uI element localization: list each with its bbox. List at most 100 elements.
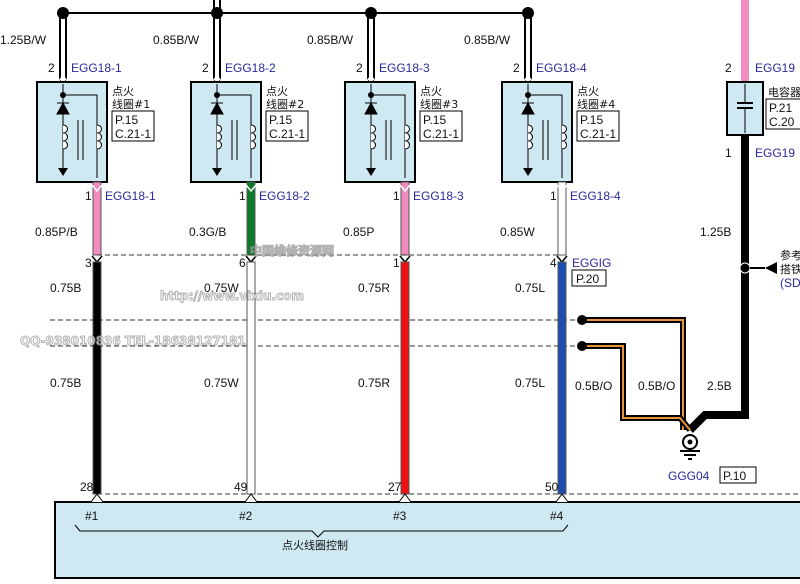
ref-box xyxy=(265,110,309,142)
coil-winding-icon xyxy=(527,124,567,150)
coil-ref-page[interactable]: P.15 xyxy=(269,113,292,127)
coil-winding-icon xyxy=(216,124,256,150)
bottom-pin-number: 1 xyxy=(85,189,92,203)
coil-ref-connector[interactable]: C.21-1 xyxy=(115,127,151,141)
pin-arrow-icon xyxy=(211,74,223,83)
capacitor-wire-label: 1.25B xyxy=(700,225,731,239)
harness-wire-4 xyxy=(557,261,567,495)
capacitor-ref-page[interactable]: P.21 xyxy=(769,101,792,115)
arrow-icon xyxy=(58,168,68,176)
inline-pin-number: 3 xyxy=(85,256,92,270)
coil-name: 线圈#3 xyxy=(420,97,458,111)
ecu-terminal-label: #1 xyxy=(85,509,99,523)
inline-connector-name: EGGIG xyxy=(572,256,611,270)
svg-text:http://www.vixiu.com: http://www.vixiu.com xyxy=(160,289,304,303)
ground-ref-link[interactable]: (SD xyxy=(780,276,800,290)
inline-connector-ref[interactable]: P.20 xyxy=(576,272,599,286)
top-connector-id: EGG18-3 xyxy=(379,61,430,75)
output-wire-label: 0.85P xyxy=(343,225,374,239)
pin-arrow-icon xyxy=(522,74,534,83)
harness-wire-label: 0.75L xyxy=(515,281,545,295)
inline-pin-number: 6 xyxy=(239,256,246,270)
node-dot xyxy=(525,92,531,98)
coil-name: 点火 xyxy=(420,85,442,98)
ground-wire-label: 2.5B xyxy=(707,379,732,393)
top-connector-id: EGG18-1 xyxy=(71,61,122,75)
harness-wire-label: 0.75R xyxy=(358,376,390,390)
output-wire-label: 0.85P/B xyxy=(35,225,78,239)
coil-output-wire xyxy=(400,181,410,256)
power-bus xyxy=(63,0,527,14)
harness-wire-1 xyxy=(92,261,102,495)
arrow-icon xyxy=(212,168,222,176)
pin-arrow-icon xyxy=(398,493,412,503)
top-wire-label: 1.25B/W xyxy=(0,33,47,47)
coil-ref-page[interactable]: P.15 xyxy=(423,113,446,127)
coil-winding-icon xyxy=(370,124,410,150)
coil-name: 线圈#1 xyxy=(112,97,150,111)
coil-output-wire xyxy=(92,181,102,256)
coil-ref-page[interactable]: P.15 xyxy=(115,113,138,127)
coil-name: 点火 xyxy=(577,85,599,98)
coil-ref-connector[interactable]: C.21-1 xyxy=(269,127,305,141)
capacitor-bottom-pin: 1 xyxy=(725,146,732,160)
bottom-connector-id: EGG18-3 xyxy=(413,189,464,203)
coil-ref-page[interactable]: P.15 xyxy=(580,113,603,127)
ground-ref-text: 参考 xyxy=(780,248,800,262)
splice-icon xyxy=(522,7,534,19)
shield-wire-label: 0.5B/O xyxy=(575,379,612,393)
diode-icon xyxy=(56,101,70,115)
top-wire-label: 0.85B/W xyxy=(153,33,200,47)
watermark: 中国维修资源网 http://www.vixiu.com QQ-93801083… xyxy=(20,243,335,349)
ground-point-ref[interactable]: P.10 xyxy=(723,469,746,483)
arrow-icon xyxy=(523,168,533,176)
core-icon xyxy=(542,120,549,160)
top-wire-label: 0.85B/W xyxy=(464,33,511,47)
splice-icon xyxy=(211,7,223,19)
coil-name: 点火 xyxy=(112,85,134,98)
ref-box xyxy=(419,110,463,142)
harness-wire-label: 0.75W xyxy=(204,376,239,390)
pin-arrow-icon xyxy=(556,184,568,193)
harness-wire-label: 0.75B xyxy=(50,376,81,390)
top-pin-number: 2 xyxy=(48,61,55,75)
ecu-terminal-label: #4 xyxy=(550,509,564,523)
capacitor-top-pin: 2 xyxy=(725,61,732,75)
pin-arrow-icon xyxy=(399,255,411,264)
coil-ref-connector[interactable]: C.21-1 xyxy=(580,127,616,141)
diode-icon xyxy=(364,101,378,115)
top-wire-label: 0.85B/W xyxy=(307,33,354,47)
harness-wire-label: 0.75W xyxy=(204,281,239,295)
svg-text:QQ-938010836 TEL-18638127181: QQ-938010836 TEL-18638127181 xyxy=(20,334,246,348)
pin-arrow-icon xyxy=(90,493,104,503)
ecu-pin-number: 27 xyxy=(388,480,402,494)
coil-name: 点火 xyxy=(266,85,288,98)
coil-ref-connector[interactable]: C.21-1 xyxy=(423,127,459,141)
harness-wire-label: 0.75B xyxy=(50,281,81,295)
coil-box xyxy=(36,81,108,183)
ecu-terminal-label: #2 xyxy=(239,509,253,523)
ecu-function-label: 点火线圈控制 xyxy=(282,538,348,552)
capacitor-name: 电容器 xyxy=(768,85,800,99)
top-pin-number: 2 xyxy=(356,61,363,75)
ecu-terminal-label: #3 xyxy=(393,509,407,523)
top-pin-number: 2 xyxy=(513,61,520,75)
capacitor-ref-connector[interactable]: C.20 xyxy=(769,115,795,129)
top-connector-id: EGG18-2 xyxy=(225,61,276,75)
bottom-connector-id: EGG18-2 xyxy=(259,189,310,203)
harness-wire-label: 0.75L xyxy=(515,376,545,390)
harness-wire-label: 0.75R xyxy=(358,281,390,295)
bottom-connector-id: EGG18-1 xyxy=(105,189,156,203)
pin-arrow-icon xyxy=(365,74,377,83)
ecu-brace xyxy=(74,524,569,538)
bottom-pin-number: 1 xyxy=(239,189,246,203)
pin-arrow-icon xyxy=(244,493,258,503)
coil-winding-icon xyxy=(62,124,102,150)
coil-box xyxy=(501,81,573,183)
output-wire-label: 0.85W xyxy=(500,225,535,239)
bottom-pin-number: 1 xyxy=(550,189,557,203)
ground-ref-arrow-icon xyxy=(765,262,777,274)
